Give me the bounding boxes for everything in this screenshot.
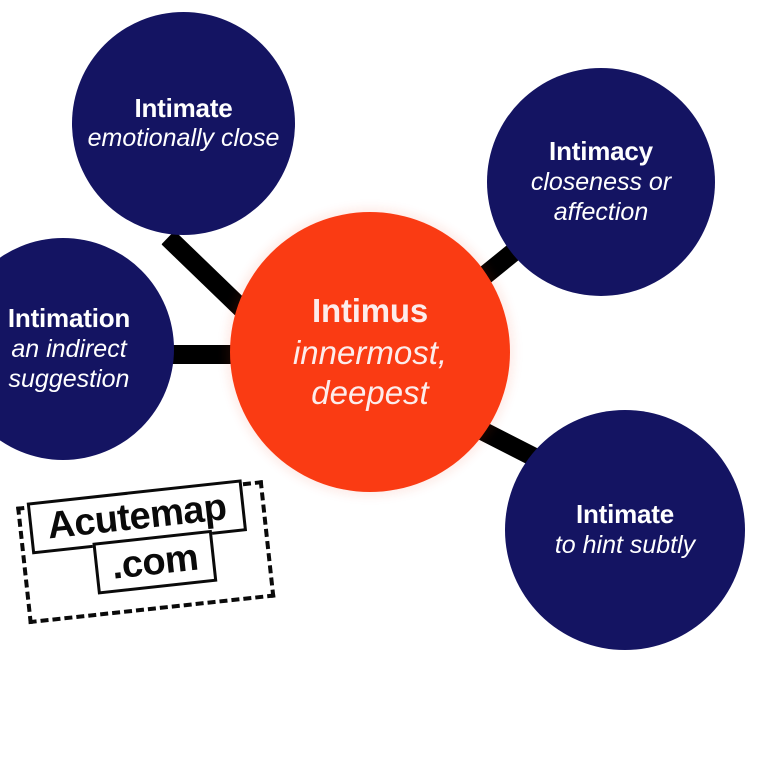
watermark-stamp: Acutemap .com bbox=[11, 473, 282, 635]
node-content: Intimate to hint subtly bbox=[515, 500, 736, 560]
node-description: closeness or affection bbox=[530, 167, 672, 226]
node-content: Intimation an indirect suggestion bbox=[0, 304, 171, 394]
center-node-title: Intimus bbox=[312, 291, 428, 329]
node-content: Intimus innermost, deepest bbox=[241, 292, 499, 413]
node-title: Intimacy bbox=[549, 136, 653, 167]
node-content: Intimate emotionally close bbox=[81, 92, 286, 154]
branch-node-bottom-right[interactable]: Intimate to hint subtly bbox=[505, 410, 745, 650]
branch-node-left[interactable]: Intimation an indirect suggestion bbox=[0, 238, 174, 460]
node-description: to hint subtly bbox=[554, 530, 696, 559]
node-title: Intimation bbox=[7, 303, 131, 334]
branch-node-top-left[interactable]: Intimate emotionally close bbox=[72, 12, 295, 235]
center-node-description: innermost, deepest bbox=[292, 334, 448, 411]
node-description: an indirect suggestion bbox=[8, 334, 130, 393]
node-content: Intimacy closeness or affection bbox=[496, 137, 706, 227]
center-node[interactable]: Intimus innermost, deepest bbox=[230, 212, 510, 492]
branch-node-top-right[interactable]: Intimacy closeness or affection bbox=[487, 68, 715, 296]
node-description: emotionally close bbox=[87, 124, 280, 153]
node-title: Intimate bbox=[134, 92, 233, 123]
node-title: Intimate bbox=[575, 499, 675, 530]
